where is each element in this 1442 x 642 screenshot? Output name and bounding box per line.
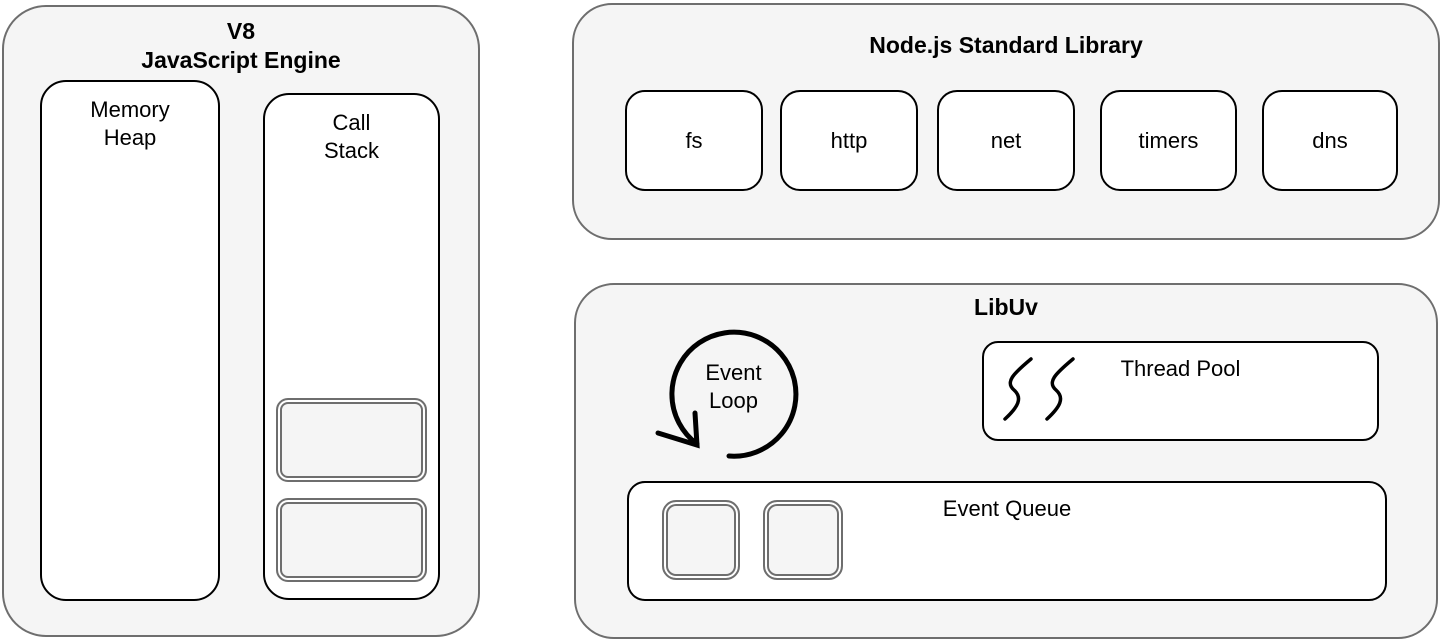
event-queue-label: Event Queue [942,496,1072,521]
stdlib-container: Node.js Standard Library fs http net tim… [572,3,1440,240]
module-box-net: net [937,90,1075,191]
stdlib-title: Node.js Standard Library [869,32,1143,58]
module-box-http: http [780,90,918,191]
memory-heap-box: Memory Heap [40,80,220,601]
event-loop-label: Event Loop [705,360,762,413]
stack-frame [276,498,427,582]
v8-title-line2: JavaScript Engine [141,47,341,73]
v8-engine-title: V8 JavaScript Engine [4,17,478,75]
module-box-dns: dns [1262,90,1398,191]
libuv-title: LibUv [974,294,1038,320]
module-box-timers: timers [1100,90,1237,191]
thread-pool-label: Thread Pool [1120,356,1241,381]
v8-title-line1: V8 [226,18,256,44]
memory-heap-label: Memory Heap [90,97,170,150]
queue-item [763,500,843,580]
event-loop-icon [655,329,799,459]
v8-engine-container: V8 JavaScript Engine Memory Heap Call St… [2,5,480,637]
libuv-container: LibUv Event Loop Thread Pool Event Queue [574,283,1438,639]
call-stack-box: Call Stack [263,93,440,600]
thread-squiggles-icon [1003,357,1075,421]
module-box-fs: fs [625,90,763,191]
queue-item [662,500,740,580]
thread-pool-box: Thread Pool [982,341,1379,441]
stack-frame [276,398,427,482]
call-stack-label: Call Stack [323,110,380,163]
event-queue-box: Event Queue [627,481,1387,601]
